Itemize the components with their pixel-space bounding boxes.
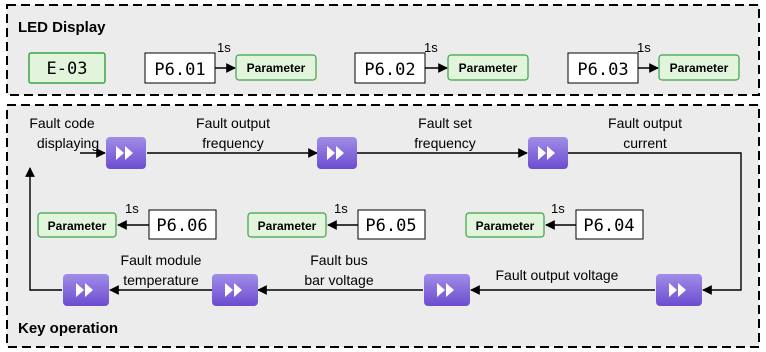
key-button[interactable]	[528, 137, 568, 169]
key-button[interactable]	[424, 274, 470, 306]
label-output-current-line1: Fault output	[608, 115, 682, 131]
readout-delay: 1s	[551, 201, 565, 216]
loop-connectors	[25, 148, 742, 295]
label-output-current-line2: current	[623, 135, 667, 151]
readout-p606: Parameter 1s P6.06	[37, 201, 217, 240]
fast-forward-icon	[437, 283, 454, 297]
readout-delay: 1s	[334, 201, 348, 216]
led-item-result: Parameter	[670, 61, 729, 75]
label-output-frequency-line2: frequency	[202, 135, 263, 151]
led-item-code: P6.01	[154, 60, 205, 80]
key-button[interactable]	[317, 137, 357, 169]
label-output-frequency-line1: Fault output	[196, 115, 270, 131]
label-output-voltage: Fault output voltage	[496, 267, 619, 283]
led-item-code: P6.02	[364, 60, 415, 80]
fast-forward-icon	[327, 146, 344, 160]
led-item-delay: 1s	[637, 40, 651, 55]
led-item-3: P6.03 1s Parameter	[567, 40, 740, 84]
led-item-code: P6.03	[577, 60, 628, 80]
label-fault-code-line2: displaying	[37, 135, 99, 151]
fault-code-box	[28, 52, 106, 84]
led-item-delay: 1s	[217, 40, 231, 55]
readout-code: P6.05	[365, 216, 416, 236]
led-item-result: Parameter	[459, 61, 518, 75]
readout-p604: Parameter 1s P6.04	[465, 201, 644, 240]
readout-p605: Parameter 1s P6.05	[247, 201, 426, 240]
fast-forward-icon	[225, 283, 242, 297]
led-item-2: P6.02 1s Parameter	[354, 40, 529, 84]
label-module-temperature-line2: temperature	[123, 272, 199, 288]
label-set-frequency-line1: Fault set	[418, 115, 472, 131]
fast-forward-icon	[538, 146, 555, 160]
key-button[interactable]	[656, 274, 702, 306]
label-bus-voltage-line2: bar voltage	[304, 272, 373, 288]
led-item-1: P6.01 1s Parameter	[144, 40, 317, 84]
fast-forward-icon	[669, 283, 686, 297]
label-module-temperature-line1: Fault module	[121, 252, 202, 268]
key-button[interactable]	[63, 274, 109, 306]
key-button[interactable]	[212, 274, 258, 306]
readout-delay: 1s	[125, 201, 139, 216]
fault-code-text: E-03	[47, 59, 88, 79]
fast-forward-icon	[76, 283, 93, 297]
label-bus-voltage-line1: Fault bus	[310, 252, 368, 268]
fast-forward-icon	[116, 146, 133, 160]
readout-code: P6.06	[156, 216, 207, 236]
readout-result: Parameter	[476, 219, 535, 233]
readout-code: P6.04	[583, 216, 634, 236]
label-set-frequency-line2: frequency	[414, 135, 475, 151]
readout-result: Parameter	[258, 219, 317, 233]
key-button[interactable]	[106, 137, 146, 169]
key-operation-title: Key operation	[18, 320, 118, 337]
readout-result: Parameter	[48, 219, 107, 233]
led-display-title: LED Display	[18, 19, 106, 36]
led-item-result: Parameter	[247, 61, 306, 75]
led-item-delay: 1s	[424, 40, 438, 55]
label-fault-code-line1: Fault code	[29, 115, 95, 131]
